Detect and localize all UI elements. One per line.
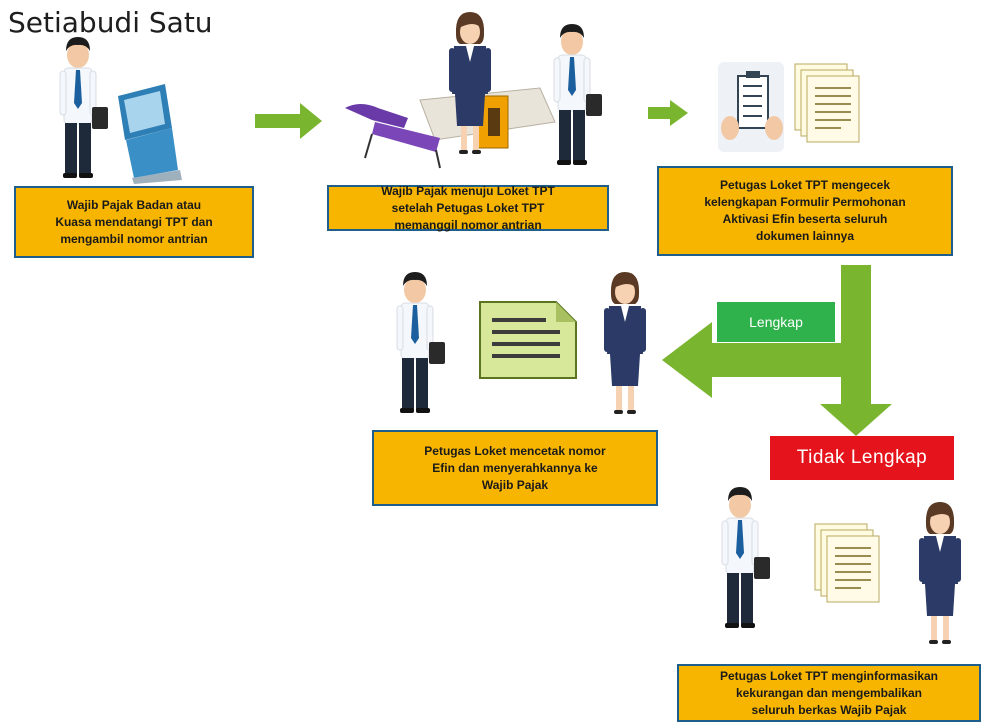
- step-text-5: Petugas Loket TPT menginformasikan kekur…: [719, 668, 939, 717]
- customer-figure: [396, 271, 446, 414]
- step-box-3: Petugas Loket TPT mengecek kelengkapan F…: [657, 166, 953, 256]
- diagram-title: Setiabudi Satu: [8, 6, 213, 39]
- officer-woman-figure: [919, 502, 961, 644]
- decision-arrow-icon: [662, 265, 892, 436]
- step-box-2: Wajib Pajak menuju Loket TPT setelah Pet…: [327, 183, 609, 232]
- step-box-4: Petugas Loket mencetak nomor Efin dan me…: [372, 430, 658, 506]
- step-text-3: Petugas Loket TPT mengecek kelengkapan F…: [704, 178, 906, 243]
- queue-kiosk-icon: [118, 84, 182, 184]
- officer-woman-figure: [604, 272, 646, 414]
- step-box-1: Wajib Pajak Badan atau Kuasa mendatangi …: [14, 186, 254, 258]
- customer-figure: [553, 23, 603, 166]
- step-box-5: Petugas Loket TPT menginformasikan kekur…: [677, 664, 981, 722]
- checklist-clipboard-icon: [718, 62, 784, 152]
- office-desk-icon: [345, 87, 556, 169]
- arrow-right-icon: [255, 103, 322, 139]
- arrow-right-icon: [648, 100, 688, 126]
- branch-incomplete-label: Tidak Lengkap: [770, 436, 954, 480]
- step-text-1: Wajib Pajak Badan atau Kuasa mendatangi …: [55, 197, 213, 246]
- branch-complete-label: Lengkap: [717, 302, 835, 342]
- printed-document-icon: [479, 301, 577, 379]
- step-text-4: Petugas Loket mencetak nomor Efin dan me…: [424, 443, 606, 492]
- customer-figure: [59, 36, 109, 179]
- customer-figure: [721, 486, 771, 629]
- documents-icon: [794, 63, 860, 143]
- documents-icon: [814, 523, 880, 603]
- step-text-2: Wajib Pajak menuju Loket TPT setelah Pet…: [381, 183, 555, 232]
